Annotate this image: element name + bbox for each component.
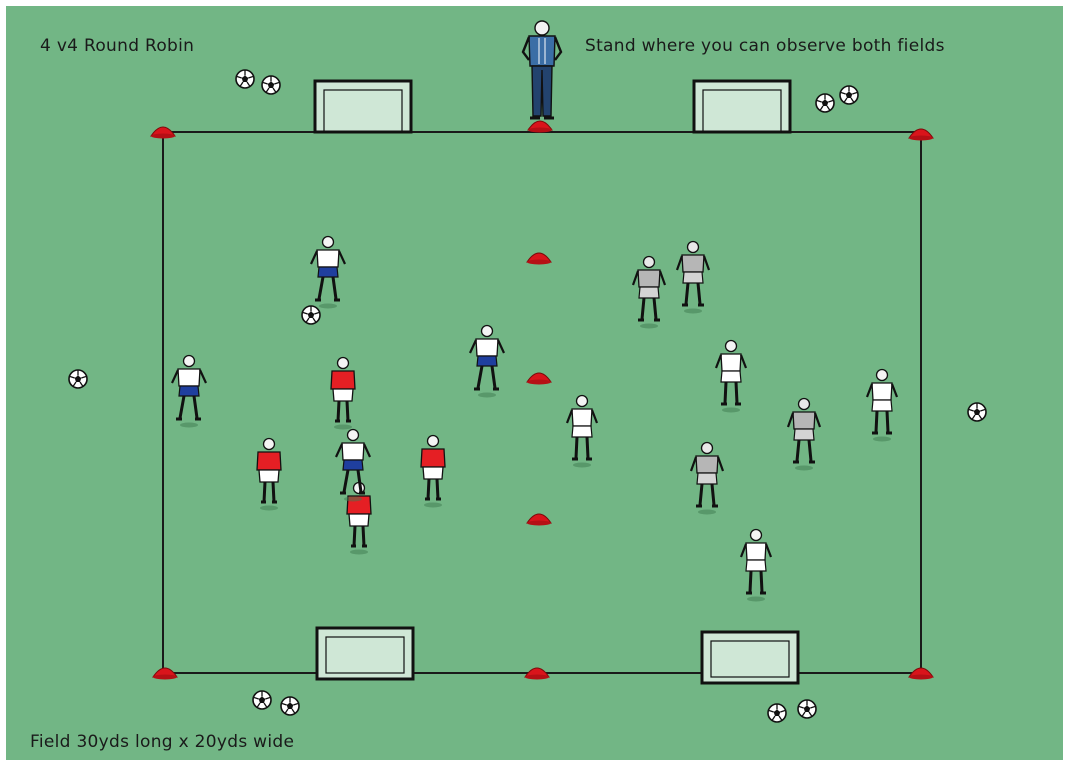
soccer-ball-icon bbox=[302, 306, 320, 324]
goal-icon bbox=[694, 81, 790, 132]
drill-diagram: 4 v4 Round Robin Stand where you can obs… bbox=[6, 6, 1063, 760]
soccer-ball-icon bbox=[840, 86, 858, 104]
goal-icon bbox=[317, 628, 413, 679]
player-blue bbox=[336, 430, 370, 502]
player-grey bbox=[788, 399, 820, 471]
player-blue bbox=[172, 356, 206, 428]
player-white bbox=[867, 370, 897, 442]
coach-icon bbox=[523, 21, 561, 118]
player-red bbox=[421, 436, 445, 508]
cone-icon bbox=[527, 253, 551, 265]
cone-icon bbox=[909, 129, 933, 141]
cone-icon bbox=[528, 121, 552, 133]
cone-icon bbox=[153, 668, 177, 680]
soccer-ball-icon bbox=[281, 697, 299, 715]
cone-icon bbox=[909, 668, 933, 680]
soccer-ball-icon bbox=[69, 370, 87, 388]
drill-title: 4 v4 Round Robin bbox=[40, 36, 194, 56]
player-white bbox=[716, 341, 746, 413]
soccer-ball-icon bbox=[768, 704, 786, 722]
player-white bbox=[741, 530, 771, 602]
cone-icon bbox=[151, 127, 175, 139]
goal-icon bbox=[702, 632, 798, 683]
soccer-ball-icon bbox=[253, 691, 271, 709]
player-grey bbox=[691, 443, 723, 515]
cone-icon bbox=[525, 668, 549, 680]
soccer-ball-icon bbox=[236, 70, 254, 88]
player-grey bbox=[633, 257, 665, 329]
soccer-ball-icon bbox=[968, 403, 986, 421]
player-grey bbox=[677, 242, 709, 314]
soccer-ball-icon bbox=[262, 76, 280, 94]
player-blue bbox=[311, 237, 345, 309]
field-dimensions: Field 30yds long x 20yds wide bbox=[30, 732, 294, 752]
player-blue bbox=[470, 326, 504, 398]
player-red bbox=[257, 439, 281, 511]
goal-icon bbox=[315, 81, 411, 132]
coach-instruction: Stand where you can observe both fields bbox=[585, 36, 945, 56]
cone-icon bbox=[527, 514, 551, 526]
player-white bbox=[567, 396, 597, 468]
player-red bbox=[331, 358, 355, 430]
pitch-diagram bbox=[6, 6, 1063, 760]
soccer-ball-icon bbox=[798, 700, 816, 718]
soccer-ball-icon bbox=[816, 94, 834, 112]
cone-icon bbox=[527, 373, 551, 385]
